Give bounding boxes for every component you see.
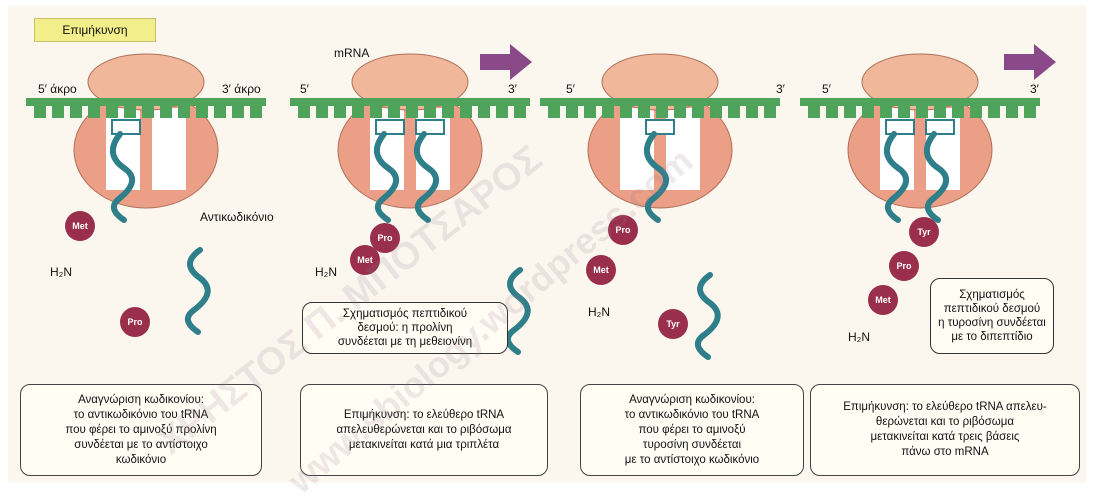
panel2-mrna-base xyxy=(298,106,310,118)
panel4-mrna-base xyxy=(808,106,820,118)
panel2-h2n-label: H₂N xyxy=(315,265,337,279)
panel2-mrna-base xyxy=(514,106,526,118)
panel3-5prime-label: 5′ xyxy=(566,82,575,96)
panel3-mrna-base xyxy=(710,106,722,118)
panel1-5prime-label: 5′ άκρο xyxy=(38,82,77,96)
panel3-h2n-label: H₂N xyxy=(588,305,610,319)
panel2-mrna-base xyxy=(352,106,364,118)
panel3-mrna-base xyxy=(548,106,560,118)
panel1-mrna-base xyxy=(196,106,208,118)
panel3-mrna-base xyxy=(602,106,614,118)
panel3-mrna-base xyxy=(746,106,758,118)
panel2-mrna-strand xyxy=(290,98,530,106)
panel3-3prime-label: 3′ xyxy=(776,82,785,96)
panel3-mrna-base xyxy=(584,106,596,118)
panel3-mrna-base xyxy=(566,106,578,118)
panel3-caption: Αναγνώριση κωδικονίου: το αντικωδικόνιο … xyxy=(580,384,804,476)
panel1-h2n-label: H₂N xyxy=(50,265,72,279)
panel2-3prime-label: 3′ xyxy=(508,82,517,96)
panel3-mrna-base xyxy=(674,106,686,118)
panel1-mrna-base xyxy=(142,106,154,118)
panel4-mrna-base xyxy=(880,106,892,118)
stage-tag: Επιμήκυνση xyxy=(34,18,156,42)
panel4-mrna-base xyxy=(1024,106,1036,118)
panel3-trna-anticodon xyxy=(646,120,674,134)
panel4-caption: Επιμήκυνση: το ελεύθερο tRNA απελευ- θερ… xyxy=(810,384,1080,476)
panel1-a-site xyxy=(152,108,186,190)
panel4-mrna-base xyxy=(934,106,946,118)
panel4-mrna-base xyxy=(862,106,874,118)
panel4-mrna-base xyxy=(826,106,838,118)
panel4-mrna-base xyxy=(952,106,964,118)
panel1-mrna-base xyxy=(70,106,82,118)
panel4-mrna-base xyxy=(970,106,982,118)
panel1-trna-anticodon xyxy=(112,120,140,134)
panel3-mrna-base xyxy=(620,106,632,118)
diagram-stage: Επιμήκυνση 5′ άκρο 3′ άκρο Αντικωδικόνιο… xyxy=(0,0,1093,488)
panel2-mrna-base xyxy=(424,106,436,118)
panel1-mrna-base xyxy=(160,106,172,118)
panel2-mrna-base xyxy=(334,106,346,118)
panel1-aa-pro: Pro xyxy=(120,316,150,328)
panel1-mrna-strand xyxy=(26,98,266,106)
panel3-mrna-base xyxy=(764,106,776,118)
panel4-3prime-label: 3′ xyxy=(1030,82,1039,96)
panel1-mrna-base xyxy=(178,106,190,118)
panel3-mrna-base xyxy=(692,106,704,118)
panel1-mrna-base xyxy=(250,106,262,118)
panel2-mrna-base xyxy=(370,106,382,118)
panel3-mrna-base xyxy=(656,106,668,118)
panel2-mrna-base xyxy=(442,106,454,118)
panel4-bond-note: Σχηματισμός πεπτιδικού δεσμού η τυροσίνη… xyxy=(930,278,1054,354)
panel3-mrna-strand xyxy=(540,98,780,106)
panel3-mrna-base xyxy=(638,106,650,118)
panel3-aa-met: Met xyxy=(586,264,616,276)
panel4-aa-met: Met xyxy=(868,294,898,306)
panel1-anticodon-label: Αντικωδικόνιο xyxy=(200,210,274,224)
panel1-mrna-base xyxy=(88,106,100,118)
panel2-mrna-base xyxy=(316,106,328,118)
panel4-h2n-label: H₂N xyxy=(848,330,870,344)
panel3-mrna-base xyxy=(728,106,740,118)
panel4-trna-anticodon xyxy=(886,120,914,134)
panel4-mrna-base xyxy=(844,106,856,118)
panel1-mrna-base xyxy=(52,106,64,118)
panel1-mrna-base xyxy=(232,106,244,118)
panel4-mrna-strand xyxy=(800,98,1040,106)
panel2-mrna-label: mRNA xyxy=(334,46,369,60)
panel2-trna-anticodon xyxy=(376,120,404,134)
panel4-mrna-base xyxy=(988,106,1000,118)
panel1-mrna-base xyxy=(34,106,46,118)
panel1-mrna-base xyxy=(214,106,226,118)
panel4-5prime-label: 5′ xyxy=(822,82,831,96)
panel1-mrna-base xyxy=(106,106,118,118)
panel1-mrna-base xyxy=(124,106,136,118)
panel1-aa-met: Met xyxy=(65,220,95,232)
panel2-trna-anticodon xyxy=(416,120,444,134)
panel4-trna-anticodon xyxy=(926,120,954,134)
panel2-mrna-base xyxy=(388,106,400,118)
panel4-aa-tyr: Tyr xyxy=(909,226,939,238)
panel2-mrna-base xyxy=(460,106,472,118)
panel4-mrna-base xyxy=(898,106,910,118)
panel1-3prime-label: 3′ άκρο xyxy=(222,82,261,96)
panel2-5prime-label: 5′ xyxy=(300,82,309,96)
panel4-mrna-base xyxy=(1006,106,1018,118)
panel3-aa-tyr: Tyr xyxy=(658,318,688,330)
panel2-mrna-base xyxy=(406,106,418,118)
panel2-mrna-base xyxy=(478,106,490,118)
panel2-mrna-base xyxy=(496,106,508,118)
panel4-aa-pro: Pro xyxy=(889,260,919,272)
panel4-mrna-base xyxy=(916,106,928,118)
